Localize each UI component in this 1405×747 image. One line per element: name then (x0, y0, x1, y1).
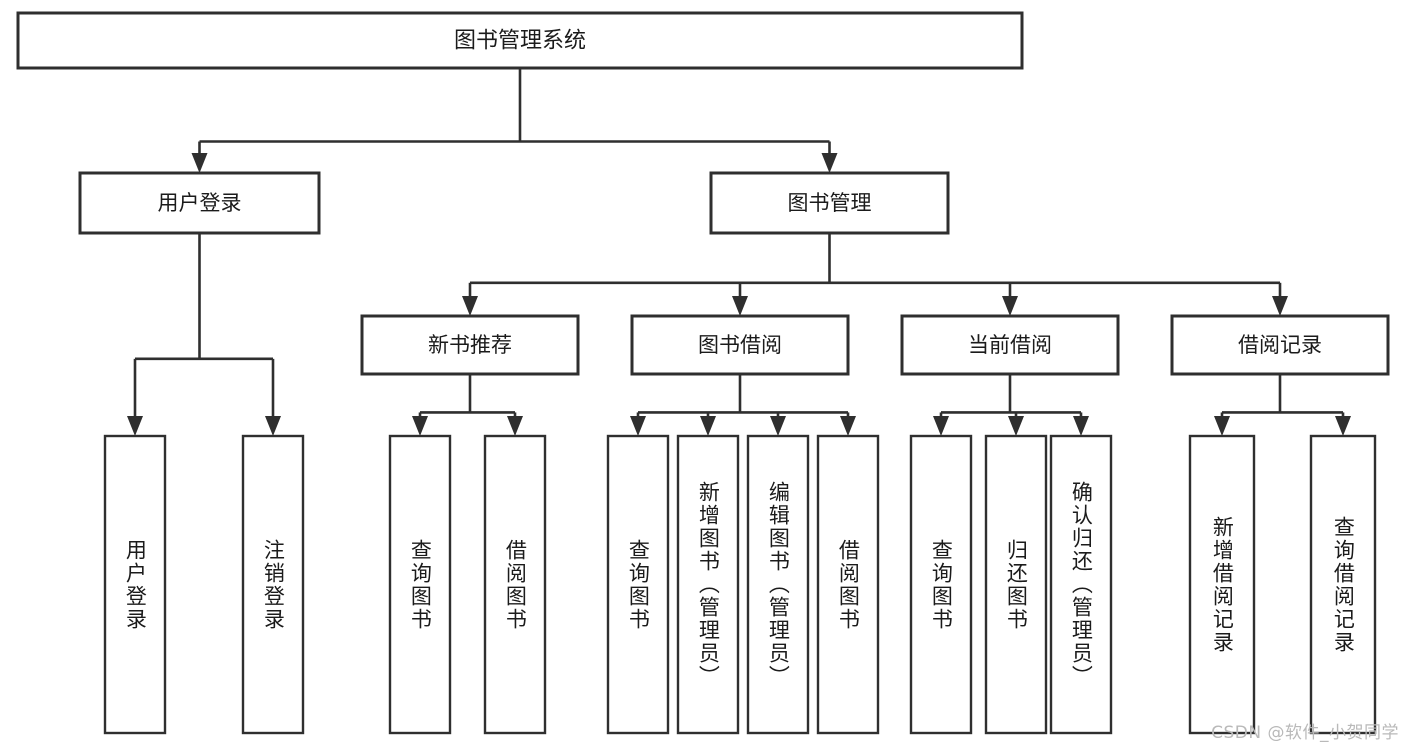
node-box-leaf-borrow-book-2[interactable] (816, 434, 880, 735)
node-borrow[interactable]: 图书借阅 (630, 314, 850, 376)
csdn-watermark: CSDN @软件_小贺同学 (1211, 723, 1399, 743)
connector-group-current (933, 374, 1089, 436)
node-label-records: 借阅记录 (1238, 333, 1322, 357)
node-box-current[interactable] (900, 314, 1120, 376)
connector-group-bookmgmt (462, 233, 1288, 316)
arrow-head-leaf-user-login (127, 416, 143, 436)
node-box-leaf-query-book-1[interactable] (388, 434, 452, 735)
arrow-head-leaf-borrow-book-2 (840, 416, 856, 436)
node-box-records[interactable] (1170, 314, 1390, 376)
arrow-head-leaf-query-book-1 (412, 416, 428, 436)
node-box-borrow[interactable] (630, 314, 850, 376)
node-box-leaf-query-record[interactable] (1309, 434, 1377, 735)
connector-group-root (191, 68, 838, 173)
arrow-head-leaf-query-book-3 (933, 416, 949, 436)
node-label-login: 用户登录 (158, 191, 242, 215)
node-label-borrow: 图书借阅 (698, 333, 782, 357)
node-leaf-user-login[interactable] (103, 434, 167, 735)
arrow-head-newbook (462, 296, 478, 316)
node-leaf-edit-book[interactable] (746, 434, 810, 735)
node-label-current: 当前借阅 (968, 333, 1052, 357)
node-leaf-query-book-3[interactable] (909, 434, 973, 735)
connector-group-records (1214, 374, 1351, 436)
node-newbook[interactable]: 新书推荐 (360, 314, 580, 376)
node-box-login[interactable] (78, 171, 321, 235)
connector-group-newbook (412, 374, 523, 436)
arrow-head-leaf-edit-book (770, 416, 786, 436)
arrow-head-leaf-query-book-2 (630, 416, 646, 436)
node-leaf-borrow-book-1[interactable] (483, 434, 547, 735)
node-box-leaf-user-logout[interactable] (241, 434, 305, 735)
node-box-leaf-add-record[interactable] (1188, 434, 1256, 735)
arrow-head-leaf-confirm-return (1073, 416, 1089, 436)
node-leaf-add-book[interactable] (676, 434, 740, 735)
connector-group-login (127, 233, 281, 436)
node-box-leaf-query-book-2[interactable] (606, 434, 670, 735)
arrow-head-leaf-add-record (1214, 416, 1230, 436)
node-box-leaf-user-login[interactable] (103, 434, 167, 735)
node-box-root[interactable] (16, 11, 1024, 70)
node-leaf-query-book-2[interactable] (606, 434, 670, 735)
node-box-leaf-borrow-book-1[interactable] (483, 434, 547, 735)
node-box-newbook[interactable] (360, 314, 580, 376)
node-box-leaf-add-book[interactable] (676, 434, 740, 735)
node-leaf-user-logout[interactable] (241, 434, 305, 735)
arrow-head-leaf-query-record (1335, 416, 1351, 436)
node-leaf-query-record[interactable] (1309, 434, 1377, 735)
node-label-newbook: 新书推荐 (428, 333, 512, 357)
node-label-bookmgmt: 图书管理 (788, 191, 872, 215)
node-box-leaf-confirm-return[interactable] (1049, 434, 1113, 735)
node-box-leaf-query-book-3[interactable] (909, 434, 973, 735)
arrow-head-records (1272, 296, 1288, 316)
node-bookmgmt[interactable]: 图书管理 (709, 171, 950, 235)
arrow-head-leaf-add-book (700, 416, 716, 436)
node-box-leaf-edit-book[interactable] (746, 434, 810, 735)
arrow-head-bookmgmt (821, 153, 838, 173)
connector-group-borrow (630, 374, 856, 436)
connector-layer (127, 68, 1351, 436)
node-root[interactable]: 图书管理系统 (16, 11, 1024, 70)
node-records[interactable]: 借阅记录 (1170, 314, 1390, 376)
arrow-head-login (191, 153, 208, 173)
node-box-leaf-return-book[interactable] (984, 434, 1048, 735)
node-leaf-return-book[interactable] (984, 434, 1048, 735)
node-box-bookmgmt[interactable] (709, 171, 950, 235)
node-leaf-add-record[interactable] (1188, 434, 1256, 735)
arrow-head-leaf-return-book (1008, 416, 1024, 436)
node-label-root: 图书管理系统 (454, 29, 586, 54)
arrow-head-current (1002, 296, 1018, 316)
node-leaf-query-book-1[interactable] (388, 434, 452, 735)
node-leaf-confirm-return[interactable] (1049, 434, 1113, 735)
node-current[interactable]: 当前借阅 (900, 314, 1120, 376)
node-login[interactable]: 用户登录 (78, 171, 321, 235)
node-leaf-borrow-book-2[interactable] (816, 434, 880, 735)
arrow-head-leaf-borrow-book-1 (507, 416, 523, 436)
arrow-head-leaf-user-logout (265, 416, 281, 436)
arrow-head-borrow (732, 296, 748, 316)
